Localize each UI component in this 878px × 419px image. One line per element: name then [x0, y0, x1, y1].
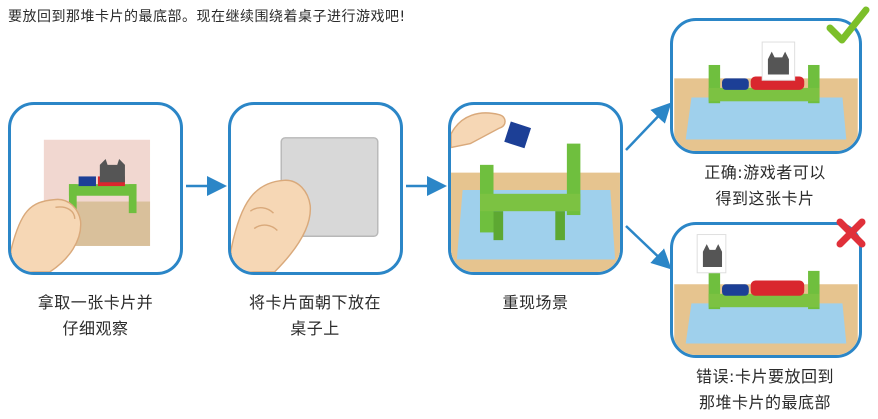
step-face-down-image [228, 102, 403, 275]
step-pick-card-image [8, 102, 183, 275]
outcome-wrong-caption: 错误:卡片要放回到 那堆卡片的最底部 [696, 367, 834, 412]
outcome-wrong-image [670, 222, 862, 358]
step-face-down-caption: 将卡片面朝下放在 桌子上 [248, 293, 381, 338]
check-icon [826, 6, 870, 46]
step-recreate-scene-image [448, 102, 623, 275]
arrow-to-wrong [625, 225, 672, 270]
step-recreate-scene-caption: 重现场景 [502, 293, 569, 312]
cross-icon [834, 216, 868, 250]
step-pick-card-caption: 拿取一张卡片并 仔细观察 [37, 293, 154, 338]
arrow-to-correct [625, 102, 672, 151]
outcome-correct-caption: 正确:游戏者可以 得到这张卡片 [704, 163, 826, 208]
intro-text: 要放回到那堆卡片的最底部。现在继续围绕着桌子进行游戏吧! [8, 9, 406, 25]
outcome-correct-image [670, 18, 862, 154]
